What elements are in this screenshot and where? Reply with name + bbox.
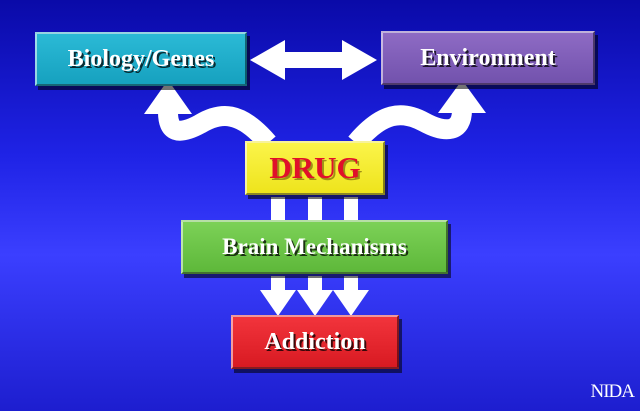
brain-mechanisms-box: Brain Mechanisms	[181, 220, 448, 274]
environment-box: Environment	[381, 31, 595, 85]
drug-label: DRUG	[269, 150, 361, 185]
arrowhead-environment	[438, 80, 486, 113]
arrow-brain-addiction-2	[297, 276, 333, 316]
arrow-brain-addiction-1	[260, 276, 296, 316]
wavy-arrow-to-environment	[348, 105, 472, 150]
source-label: NIDA	[590, 381, 635, 402]
arrowhead-biology	[144, 80, 192, 114]
wavy-arrow-to-biology	[158, 106, 276, 150]
biology-genes-label: Biology/Genes	[67, 45, 215, 72]
double-arrow-bio-env	[250, 40, 377, 80]
arrow-shaft-drug-brain-3	[344, 197, 358, 222]
addiction-box: Addiction	[231, 315, 399, 369]
brain-mechanisms-label: Brain Mechanisms	[222, 234, 407, 259]
biology-genes-box: Biology/Genes	[35, 32, 247, 86]
arrow-brain-addiction-3	[333, 276, 369, 316]
addiction-label: Addiction	[264, 328, 366, 355]
environment-label: Environment	[420, 44, 556, 71]
drug-box: DRUG	[245, 141, 385, 195]
arrow-shaft-drug-brain-2	[308, 197, 322, 222]
arrow-shaft-drug-brain-1	[271, 197, 285, 222]
